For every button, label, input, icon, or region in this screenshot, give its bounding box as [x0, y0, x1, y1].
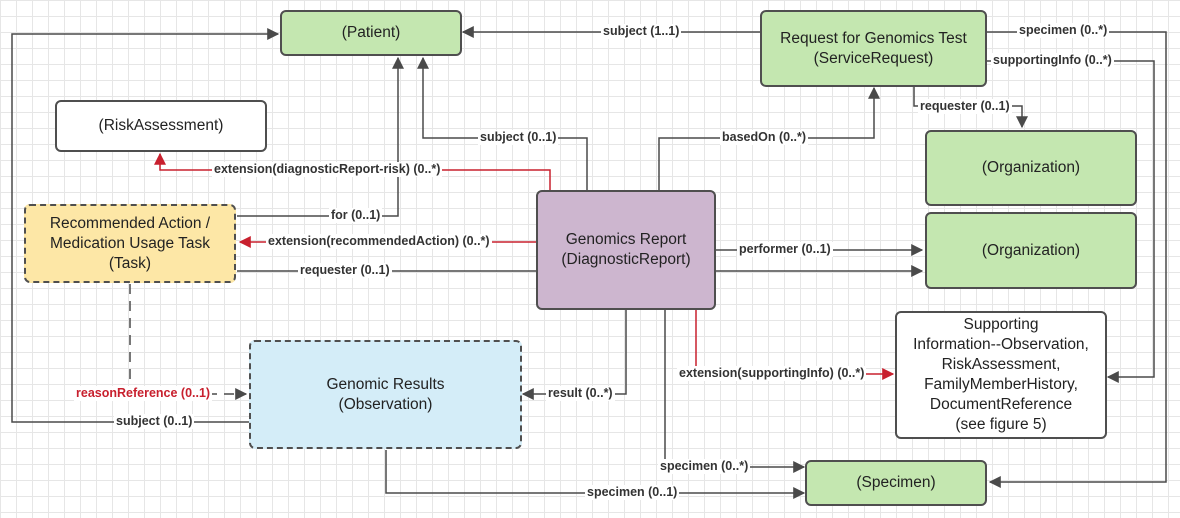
label-sr-supporting-info: supportingInfo (0..*)	[991, 53, 1114, 68]
label-dr-supporting-info: extension(supportingInfo) (0..*)	[677, 366, 867, 381]
label-dr-recommended-action: extension(recommendedAction) (0..*)	[266, 234, 492, 249]
organization-node-1[interactable]: (Organization)	[925, 130, 1137, 206]
organization-node-2[interactable]: (Organization)	[925, 212, 1137, 289]
task-node[interactable]: Recommended Action / Medication Usage Ta…	[24, 204, 236, 283]
label-sr-requester: requester (0..1)	[918, 99, 1012, 114]
label-dr-specimen: specimen (0..*)	[658, 459, 751, 474]
label-task-for: for (0..1)	[329, 208, 383, 223]
service-request-label: Request for Genomics Test (ServiceReques…	[780, 29, 967, 67]
patient-node[interactable]: (Patient)	[280, 10, 462, 56]
supporting-info-label: Supporting Information--Observation, Ris…	[913, 316, 1089, 433]
edge-dr-specimen	[664, 310, 806, 473]
label-obs-subject: subject (0..1)	[114, 414, 195, 429]
organization-label-1: (Organization)	[981, 159, 1081, 176]
organization-label-2: (Organization)	[981, 241, 1081, 259]
label-dr-result: result (0..*)	[546, 386, 615, 401]
observation-label: Genomic Results (Observation)	[326, 375, 445, 413]
label-obs-specimen: specimen (0..1)	[585, 485, 680, 500]
diagnostic-report-node[interactable]: Genomics Report (DiagnosticReport)	[536, 190, 716, 310]
edge-task-for	[237, 56, 404, 217]
edge-dr-supporting-info	[695, 310, 895, 380]
edge-dr-result	[521, 310, 627, 400]
label-dr-performer: performer (0..1)	[737, 242, 833, 257]
patient-label: (Patient)	[341, 24, 401, 41]
label-task-requester: requester (0..1)	[298, 263, 392, 278]
task-label: Recommended Action / Medication Usage Ta…	[49, 214, 211, 272]
label-dr-subject: subject (0..1)	[478, 130, 559, 145]
specimen-label: (Specimen)	[856, 474, 936, 491]
label-sr-specimen: specimen (0..*)	[1017, 23, 1110, 38]
label-task-reason-reference: reasonReference (0..1)	[74, 386, 213, 401]
supporting-info-node[interactable]: Supporting Information--Observation, Ris…	[895, 311, 1107, 439]
observation-node[interactable]: Genomic Results (Observation)	[249, 340, 522, 449]
risk-assessment-node[interactable]: (RiskAssessment)	[55, 100, 267, 152]
risk-assessment-label: (RiskAssessment)	[98, 117, 224, 134]
label-dr-risk: extension(diagnosticReport-risk) (0..*)	[212, 162, 443, 177]
edge-task-reason-reference	[129, 284, 248, 400]
diagnostic-report-label: Genomics Report (DiagnosticReport)	[561, 231, 691, 268]
specimen-node[interactable]: (Specimen)	[805, 460, 987, 506]
service-request-node[interactable]: Request for Genomics Test (ServiceReques…	[760, 10, 987, 87]
label-dr-based-on: basedOn (0..*)	[720, 130, 809, 145]
label-sr-subject: subject (1..1)	[601, 24, 682, 39]
